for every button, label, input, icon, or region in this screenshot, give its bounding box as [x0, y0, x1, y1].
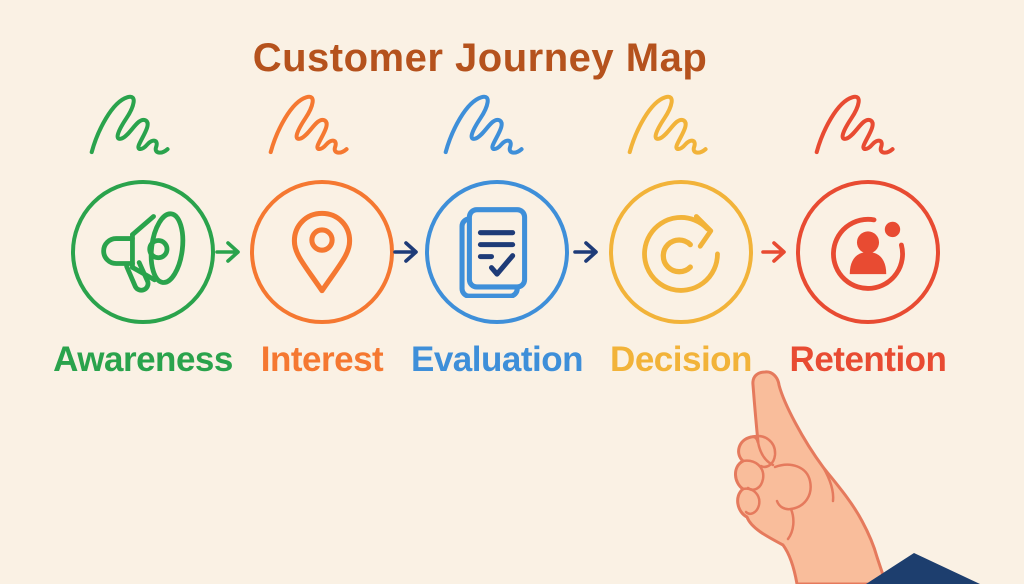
scribble-decoration-icon: [89, 94, 170, 155]
stage-interest: Interest: [232, 90, 412, 380]
stage-retention: Retention: [778, 90, 958, 380]
flow-arrow-icon: [393, 241, 418, 263]
stage-label: Decision: [610, 340, 752, 379]
stage-evaluation: Evaluation: [407, 90, 587, 380]
stage-label: Awareness: [53, 340, 233, 379]
stage-circle: [71, 180, 215, 324]
scribble-decoration-icon: [268, 94, 349, 155]
stage-awareness: Awareness: [53, 90, 233, 380]
flow-arrow-icon: [573, 241, 598, 263]
stage-circle: [250, 180, 394, 324]
flow-arrow-icon: [761, 241, 786, 263]
stage-decision: Decision: [591, 90, 771, 380]
stage-circle: [796, 180, 940, 324]
location-pin-icon: [291, 210, 353, 294]
pointing-hand-illustration: [734, 370, 980, 584]
user-profile-icon: [831, 216, 905, 291]
flow-arrow-icon: [215, 241, 240, 263]
stage-label: Evaluation: [411, 340, 583, 379]
stage-label: Interest: [260, 340, 384, 379]
stage-circle: [425, 180, 569, 324]
stage-label: Retention: [789, 340, 947, 379]
megaphone-icon: [101, 211, 186, 293]
page-title: Customer Journey Map: [252, 36, 708, 80]
refresh-cycle-icon: [642, 214, 720, 293]
stage-circle: [609, 180, 753, 324]
scribble-decoration-icon: [627, 94, 708, 155]
scribble-decoration-icon: [443, 94, 524, 155]
document-checklist-icon: [459, 207, 528, 298]
scribble-decoration-icon: [814, 94, 895, 155]
